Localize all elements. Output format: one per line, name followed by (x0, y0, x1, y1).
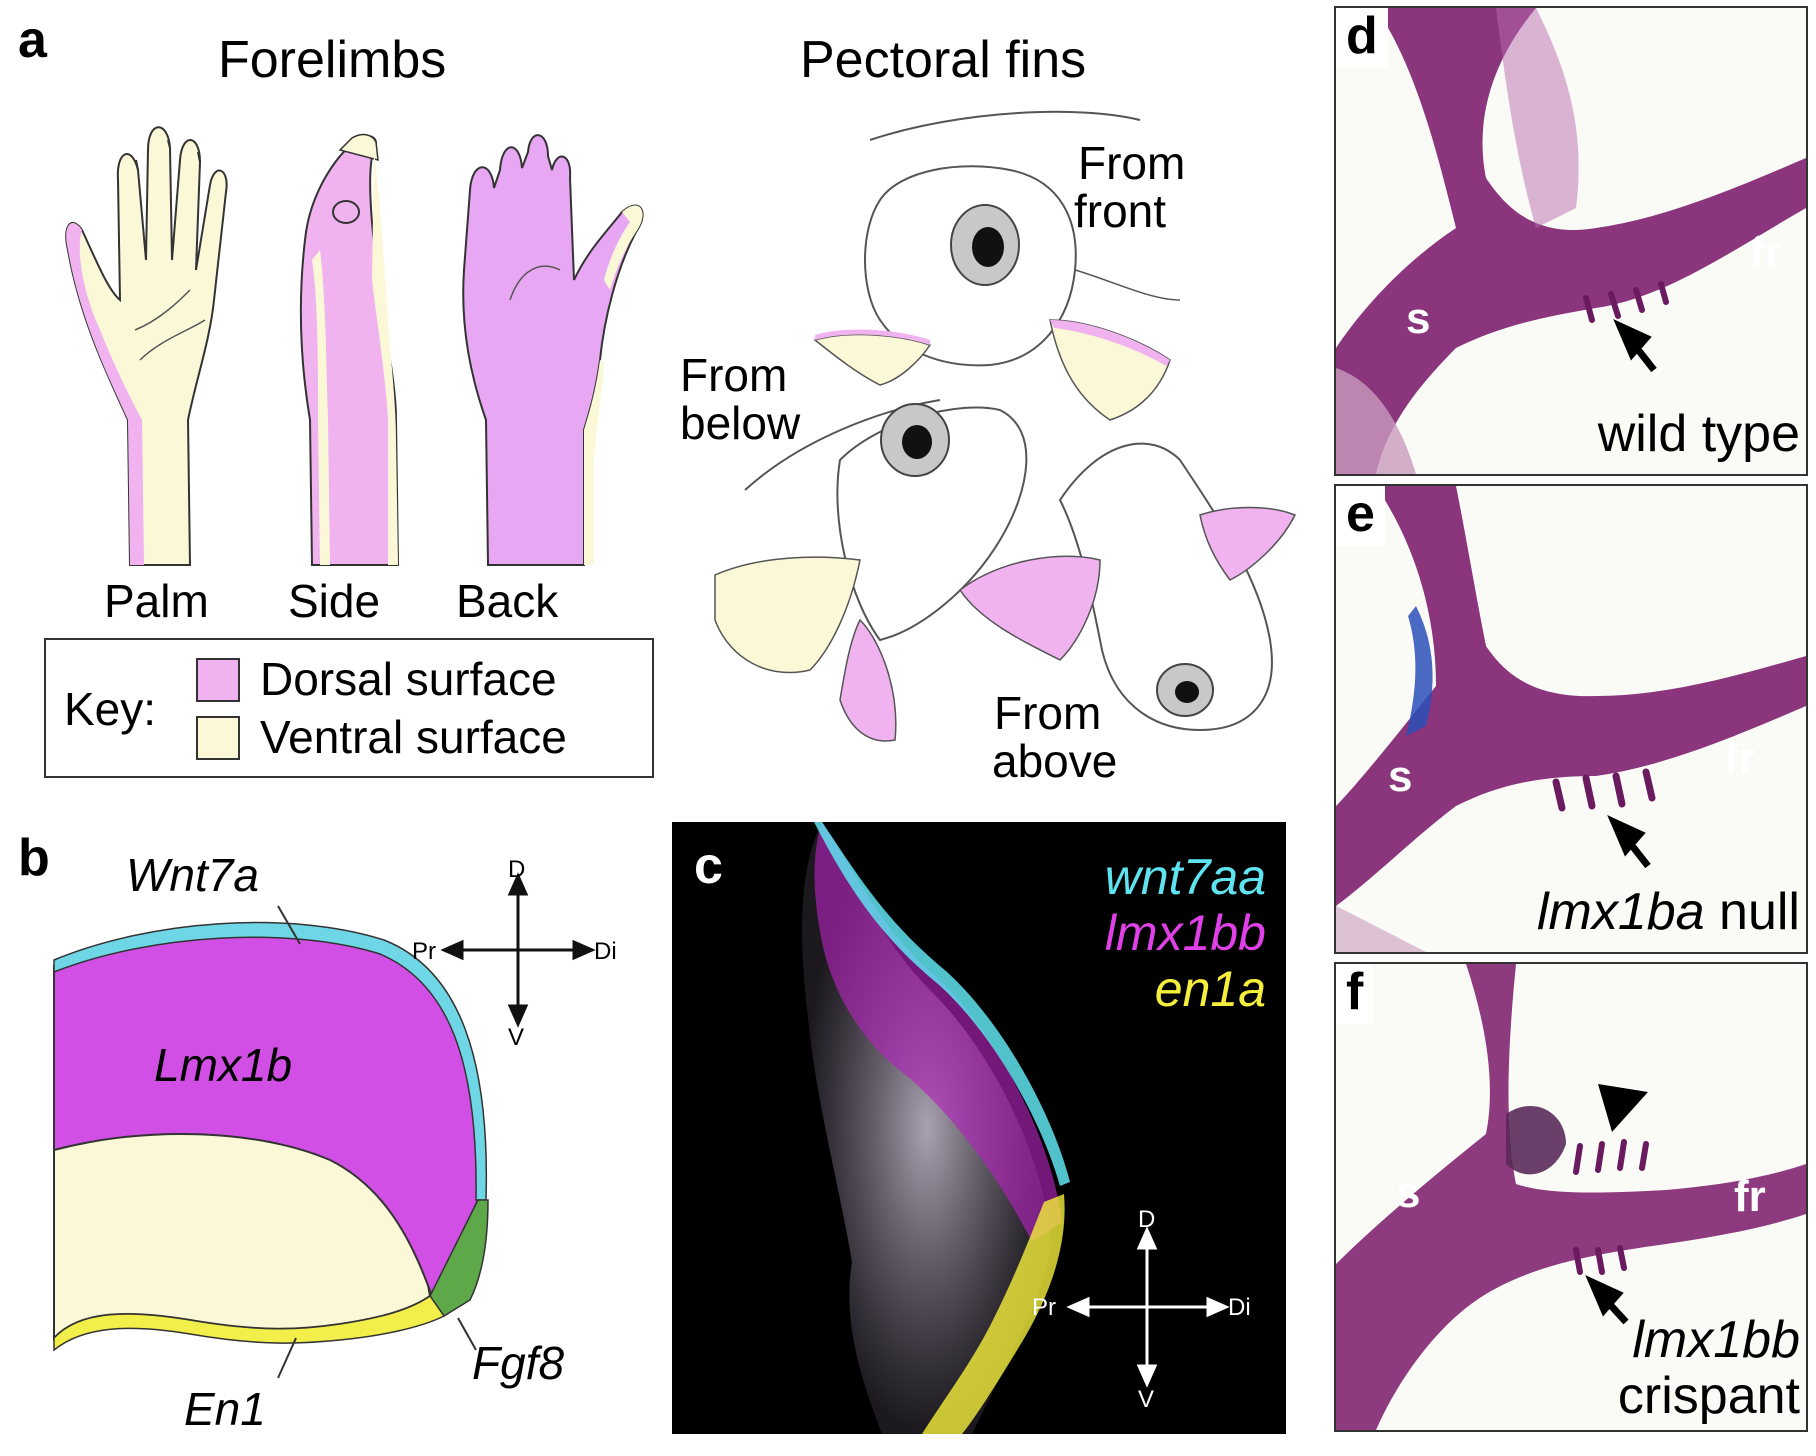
side-label: Side (288, 575, 381, 627)
key-label: Key: (64, 683, 157, 735)
en1-ectoderm (53, 1294, 446, 1352)
side-hand-drawing (299, 133, 400, 566)
panel-f-s-label: s (1396, 1168, 1421, 1217)
wild-type-fin-image (1336, 8, 1806, 474)
from-above-label-1: From (994, 687, 1102, 739)
panel-f-photo: f s fr lmx1bb crispant (1334, 962, 1808, 1432)
wnt7a-label: Wnt7a (126, 849, 259, 901)
panel-c-axis-cross (1066, 1226, 1230, 1388)
panel-d-letter: d (1336, 8, 1388, 68)
null-text: null (1704, 883, 1800, 941)
crispant-arrow (1585, 1275, 1629, 1325)
back-label: Back (456, 575, 559, 627)
hands-illustration (65, 126, 644, 566)
from-front-label-1: From (1078, 137, 1186, 189)
lmx1ba-null-arrow (1607, 815, 1651, 869)
panel-d-s-label: s (1406, 294, 1431, 343)
panel-c-axis-di: Di (1228, 1294, 1251, 1321)
crispant-dorsal-radials (1573, 1139, 1649, 1175)
dorsal-swatch (196, 658, 240, 702)
fgf8-aer (429, 1199, 489, 1318)
panel-c-axis-v: V (1138, 1386, 1155, 1413)
lmx1bb-crispant-gene-caption: lmx1bb (1632, 1311, 1800, 1369)
lmx1b-label: Lmx1b (154, 1039, 293, 1091)
panel-e-s-label: s (1388, 752, 1413, 801)
wild-type-caption: wild type (1597, 405, 1800, 463)
panel-b-axis-pr: Pr (412, 938, 436, 965)
lmx1ba-null-caption: lmx1ba null (1537, 886, 1800, 938)
panel-f-fr-label: fr (1734, 1172, 1766, 1221)
key-box: Key: Dorsal surface Ventral surface (44, 638, 654, 778)
ventral-surface-label: Ventral surface (260, 711, 567, 763)
wild-type-fin-radials (1583, 281, 1669, 323)
panel-d-photo: d s fr wild type (1334, 6, 1808, 476)
panel-c-image: c wnt7aa lmx1bb en1a D V Pr Di (672, 822, 1286, 1434)
crispant-ventral-radials (1573, 1245, 1627, 1275)
from-above-label-2: above (992, 735, 1118, 787)
pectoral-fins-title: Pectoral fins (800, 31, 1087, 89)
panel-c-axis-pr: Pr (1032, 1294, 1056, 1321)
ventral-swatch (196, 716, 240, 760)
fish-illustration (714, 110, 1297, 742)
panel-c-letter: c (694, 837, 723, 895)
wnt7aa-label: wnt7aa (1104, 849, 1266, 905)
panel-b-axis-v: V (508, 1024, 525, 1051)
panel-e-fr-label: fr (1724, 734, 1756, 783)
palm-hand-drawing (65, 126, 228, 566)
panel-b-letter: b (18, 829, 50, 887)
panel-f-letter: f (1336, 964, 1374, 1024)
panel-c-axis-d: D (1138, 1206, 1156, 1233)
panel-b-axis-cross (440, 872, 596, 1028)
back-hand-drawing (462, 134, 644, 566)
from-front-label-2: front (1074, 185, 1167, 237)
fluorescence-micrograph (802, 822, 1230, 1434)
palm-label: Palm (104, 575, 209, 627)
lmx1bb-crispant-fin-image (1336, 964, 1806, 1430)
crispant-caption: crispant (1617, 1367, 1800, 1425)
wnt7a-ectoderm (53, 921, 488, 1201)
from-below-label-1: From (680, 349, 788, 401)
forelimbs-title: Forelimbs (218, 31, 447, 89)
fish-front-drawing (813, 110, 1181, 421)
crispant-arrowhead (1598, 1084, 1648, 1132)
panel-b-axis-di: Di (594, 938, 617, 965)
wild-type-arrow (1613, 319, 1657, 373)
fgf8-label: Fgf8 (472, 1337, 565, 1389)
lmx1ba-null-fin-radials (1552, 768, 1656, 812)
fish-above-drawing (958, 442, 1297, 732)
en1-label: En1 (184, 1383, 266, 1435)
en1a-label: en1a (1154, 961, 1266, 1017)
limb-bud-diagram (53, 872, 596, 1379)
fish-below-drawing (714, 399, 1028, 742)
lmx1ba-gene-text: lmx1ba (1536, 883, 1705, 941)
panel-a-letter: a (18, 11, 47, 69)
panel-e-letter: e (1336, 486, 1385, 546)
lmx1ba-null-fin-image (1336, 486, 1806, 952)
from-below-label-2: below (680, 397, 801, 449)
panel-e-photo: e s fr lmx1ba null (1334, 484, 1808, 954)
lmx1bb-label: lmx1bb (1104, 905, 1266, 961)
dorsal-surface-label: Dorsal surface (260, 653, 557, 705)
panel-d-fr-label: fr (1750, 228, 1782, 277)
panel-b-axis-d: D (508, 856, 526, 883)
